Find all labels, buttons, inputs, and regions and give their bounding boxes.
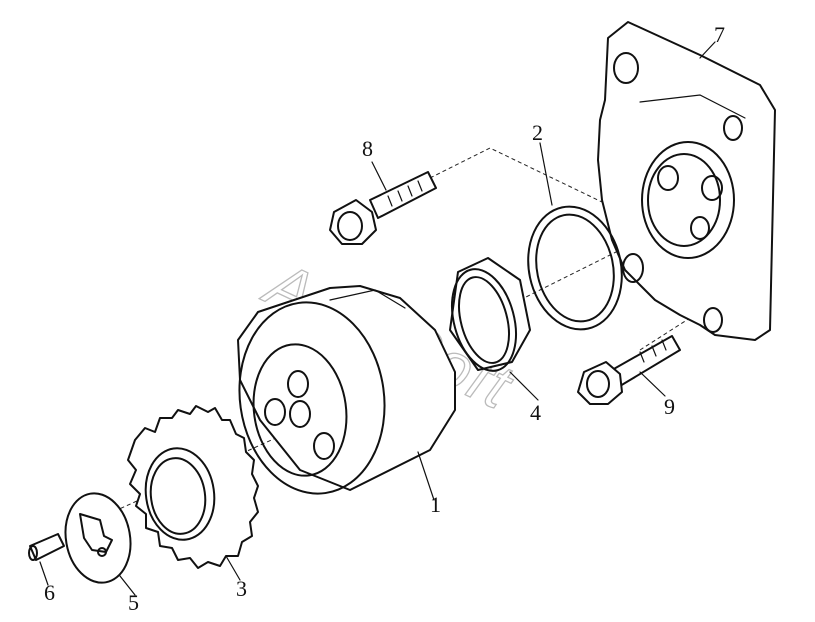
mounting-bracket <box>597 21 776 341</box>
callout-9: 9 <box>664 394 675 419</box>
bushing-sleeve <box>449 257 531 372</box>
spur-gear <box>127 405 259 569</box>
callout-7: 7 <box>714 22 725 47</box>
callout-1: 1 <box>430 492 441 517</box>
housing <box>237 285 456 495</box>
callout-6: 6 <box>44 580 55 605</box>
callout-4: 4 <box>530 400 541 425</box>
pin <box>28 533 65 561</box>
callout-2: 2 <box>532 120 543 145</box>
bolt-lower <box>577 335 681 405</box>
callout-3: 3 <box>236 576 247 601</box>
callout-5: 5 <box>128 590 139 615</box>
callout-8: 8 <box>362 136 373 161</box>
o-ring <box>527 205 623 331</box>
bolt-upper <box>329 171 437 245</box>
thrust-plate <box>64 492 132 584</box>
leader-lines <box>39 41 716 596</box>
